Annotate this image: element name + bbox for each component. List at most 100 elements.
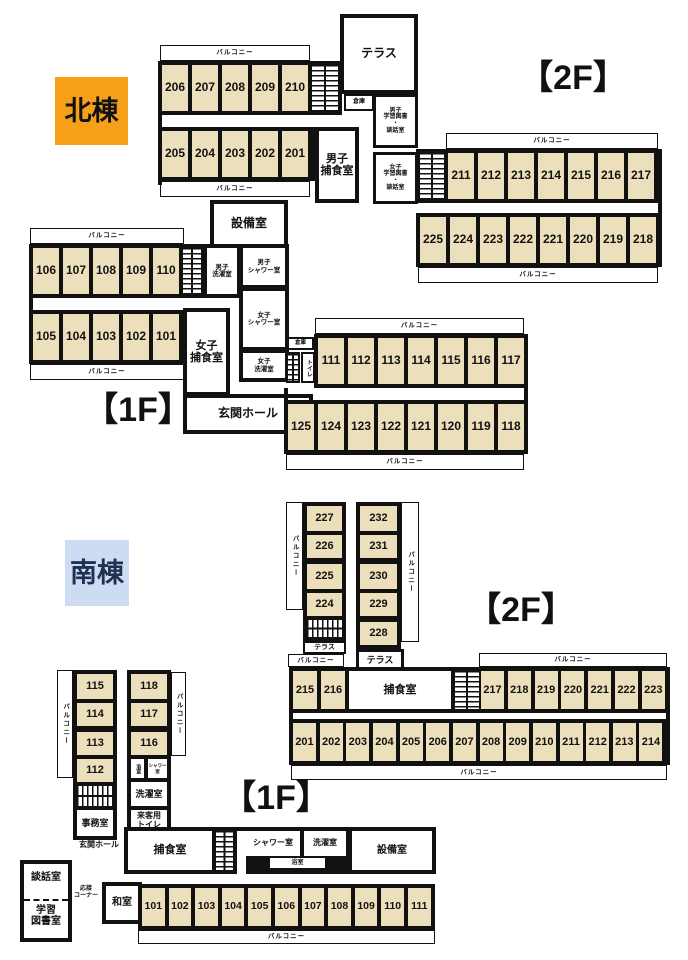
s1f-main-balcony-bottom: バルコニー — [138, 930, 435, 944]
n2f-west-balcony-top: バルコニー — [160, 45, 310, 61]
room-108: 108 — [93, 248, 119, 294]
room-117: 117 — [498, 338, 524, 384]
s2f-main-balcony-bottom: バルコニー — [291, 765, 667, 780]
n1f-west-balcony-top: バルコニー — [30, 228, 184, 244]
room-119: 119 — [468, 404, 494, 450]
room-231: 231 — [360, 535, 397, 558]
room-123: 123 — [348, 404, 374, 450]
dining-room-s1f: 捕食室 — [128, 831, 212, 870]
room-222: 222 — [510, 217, 536, 263]
equipment-room-south: 設備室 — [352, 831, 432, 870]
room-217: 217 — [628, 153, 654, 199]
room-117: 117 — [131, 703, 167, 726]
room-213: 213 — [612, 723, 636, 761]
room-116: 116 — [468, 338, 494, 384]
room-106: 106 — [275, 888, 298, 926]
floor2-north-title: 【2F】 — [519, 59, 627, 97]
room-125: 125 — [288, 404, 314, 450]
study-library-label: 学習 図書室 — [31, 905, 61, 927]
n1f-west-stairs — [183, 248, 201, 294]
room-206: 206 — [426, 723, 450, 761]
n1f-east-balcony-top: バルコニー — [315, 318, 524, 334]
room-112: 112 — [348, 338, 374, 384]
room-228: 228 — [360, 622, 397, 645]
room-105: 105 — [248, 888, 271, 926]
n1f-west-balcony-bottom: バルコニー — [30, 364, 184, 380]
room-118: 118 — [131, 674, 167, 699]
south-building-label: 南棟 — [65, 540, 129, 606]
room-202: 202 — [319, 723, 343, 761]
toilet-room: トイレ — [301, 352, 315, 383]
room-226: 226 — [307, 535, 342, 558]
room-121: 121 — [408, 404, 434, 450]
s2f-main-right-wall — [666, 667, 670, 765]
room-227: 227 — [307, 506, 342, 531]
n2f-west-left-wall — [158, 61, 162, 185]
room-104: 104 — [63, 314, 89, 360]
womens-laundry-room: 女子 洗濯室 — [239, 349, 289, 382]
s1f-left-stairs — [77, 786, 113, 806]
n2f-west-balcony-bottom: バルコニー — [160, 181, 310, 197]
room-106: 106 — [33, 248, 59, 294]
room-214: 214 — [538, 153, 564, 199]
room-218: 218 — [507, 671, 531, 709]
mens-dining-room: 男子 捕食室 — [315, 127, 359, 203]
room-207: 207 — [192, 65, 218, 111]
n1f-west-left-wall — [29, 244, 33, 364]
room-216: 216 — [321, 671, 345, 709]
entrance-hall-south-label: 玄関ホール — [79, 840, 119, 849]
room-211: 211 — [559, 723, 583, 761]
room-209: 209 — [252, 65, 278, 111]
room-212: 212 — [586, 723, 610, 761]
room-202: 202 — [252, 131, 278, 177]
mens-laundry-room: 男子 洗濯室 — [203, 244, 241, 298]
n2f-west-rooms-top-strip — [158, 61, 342, 115]
room-122: 122 — [378, 404, 404, 450]
room-103: 103 — [93, 314, 119, 360]
n1f-east-balcony-bottom: バルコニー — [286, 454, 524, 470]
s1f-right-balcony: バルコニー — [171, 672, 186, 756]
storage-room-n1f: 倉庫 — [287, 337, 314, 350]
laundry-room-s1f-col: 洗濯室 — [131, 782, 167, 806]
room-225: 225 — [420, 217, 446, 263]
room-116: 116 — [131, 732, 167, 755]
womens-study-room: 女子 学習図書 ・ 談話室 — [373, 152, 418, 204]
room-211: 211 — [448, 153, 474, 199]
terrace-s2f-large: テラス — [356, 649, 404, 671]
room-222: 222 — [615, 671, 638, 709]
shower-room-s1f: シャワー室 — [246, 831, 300, 856]
japanese-room: 和室 — [102, 882, 142, 924]
lounge-library-divider — [24, 899, 68, 901]
room-114: 114 — [408, 338, 434, 384]
s2f-main-stairs — [455, 671, 479, 709]
room-210: 210 — [282, 65, 308, 111]
reception-corner-label: 応接 コーナー — [73, 886, 98, 899]
room-213: 213 — [508, 153, 534, 199]
womens-dining-room: 女子 捕食室 — [183, 308, 230, 396]
room-232: 232 — [360, 506, 397, 531]
mens-shower-room: 男子 シャワー室 — [239, 244, 289, 289]
room-111: 111 — [408, 888, 431, 926]
room-217: 217 — [481, 671, 504, 709]
room-101: 101 — [153, 314, 179, 360]
n2f-east-right-wall — [658, 149, 662, 267]
room-224: 224 — [450, 217, 476, 263]
room-204: 204 — [192, 131, 218, 177]
terrace-north: テラス — [340, 14, 418, 94]
s2f-west-balcony-small: バルコニー — [288, 654, 344, 667]
room-208: 208 — [222, 65, 248, 111]
s1f-corridor-gap — [237, 831, 246, 874]
room-107: 107 — [301, 888, 325, 926]
dining-room-s2f: 捕食室 — [349, 671, 451, 709]
s2f-right-balcony: バルコニー — [401, 502, 419, 642]
room-124: 124 — [318, 404, 344, 450]
room-212: 212 — [478, 153, 504, 199]
room-225: 225 — [307, 564, 342, 589]
room-109: 109 — [354, 888, 378, 926]
room-223: 223 — [641, 671, 665, 709]
s2f-left-stairs — [307, 620, 342, 637]
room-207: 207 — [452, 723, 476, 761]
room-230: 230 — [360, 564, 397, 589]
room-109: 109 — [123, 248, 149, 294]
